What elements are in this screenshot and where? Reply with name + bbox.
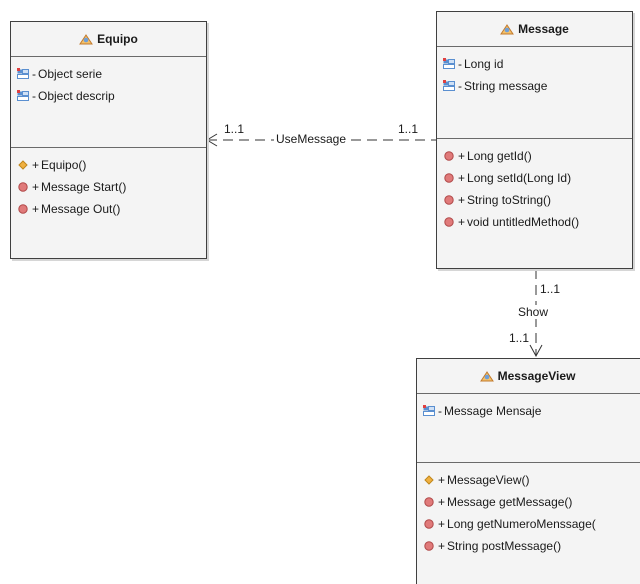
class-header: Message <box>437 12 632 47</box>
use-message-source-multiplicity: 1..1 <box>398 122 419 136</box>
operation-text: Long getNumeroMenssage( <box>447 517 596 531</box>
class-name: MessageView <box>497 369 576 383</box>
method-icon <box>17 181 29 193</box>
show-label[interactable]: Show <box>516 305 551 319</box>
constructor-icon <box>423 474 435 486</box>
class-header: Equipo <box>11 22 206 57</box>
operation-row[interactable]: + Message Start() <box>17 176 206 198</box>
visibility-marker: + <box>458 171 466 185</box>
operation-row[interactable]: + String toString() <box>443 189 632 211</box>
field-icon <box>17 68 29 80</box>
show-arrowhead <box>529 344 543 358</box>
field-icon <box>423 405 435 417</box>
field-icon <box>443 58 455 70</box>
operation-text: Long setId(Long Id) <box>467 171 572 185</box>
method-icon <box>17 203 29 215</box>
visibility-marker: - <box>458 79 462 93</box>
operation-text: Long getId() <box>467 149 532 163</box>
visibility-marker: - <box>32 67 36 81</box>
method-icon <box>443 194 455 206</box>
attributes-compartment: - Message Mensaje <box>417 394 640 463</box>
visibility-marker: + <box>438 495 446 509</box>
field-icon <box>17 90 29 102</box>
operation-text: Message Start() <box>41 180 127 194</box>
class-message[interactable]: Message - Long id - String message + Lon… <box>436 11 633 269</box>
method-icon <box>443 216 455 228</box>
visibility-marker: + <box>458 215 466 229</box>
show-target-multiplicity: 1..1 <box>509 331 530 345</box>
class-name: Message <box>518 22 569 36</box>
operation-text: String toString() <box>467 193 552 207</box>
constructor-icon <box>17 159 29 171</box>
class-messageview[interactable]: MessageView - Message Mensaje + MessageV… <box>416 358 640 584</box>
use-message-target-multiplicity: 1..1 <box>224 122 245 136</box>
attribute-row[interactable]: - String message <box>443 75 632 97</box>
class-name: Equipo <box>97 32 138 46</box>
operation-row[interactable]: + String postMessage() <box>423 535 640 557</box>
show-source-multiplicity: 1..1 <box>540 282 561 296</box>
operation-text: String postMessage() <box>447 539 562 553</box>
class-equipo[interactable]: Equipo - Object serie - Object descrip +… <box>10 21 207 259</box>
use-message-label[interactable]: UseMessage <box>274 132 349 146</box>
operations-compartment: + Equipo() + Message Start() + Message O… <box>11 148 206 220</box>
visibility-marker: + <box>458 149 466 163</box>
visibility-marker: + <box>438 473 446 487</box>
use-message-arrowhead <box>206 133 218 147</box>
operation-row[interactable]: + Message getMessage() <box>423 491 640 513</box>
visibility-marker: + <box>438 539 446 553</box>
operation-text: Message Out() <box>41 202 121 216</box>
attribute-row[interactable]: - Object descrip <box>17 85 206 107</box>
operation-row[interactable]: + Long setId(Long Id) <box>443 167 632 189</box>
attribute-text: Object serie <box>38 67 103 81</box>
attribute-text: Object descrip <box>38 89 115 103</box>
attribute-text: Long id <box>464 57 504 71</box>
visibility-marker: - <box>32 89 36 103</box>
method-icon <box>443 172 455 184</box>
operation-text: Message getMessage() <box>447 495 573 509</box>
visibility-marker: + <box>32 158 40 172</box>
operation-row[interactable]: + Long getId() <box>443 145 632 167</box>
class-icon <box>479 370 494 382</box>
field-icon <box>443 80 455 92</box>
visibility-marker: + <box>32 180 40 194</box>
attribute-row[interactable]: - Message Mensaje <box>423 400 640 422</box>
operation-row[interactable]: + MessageView() <box>423 469 640 491</box>
method-icon <box>423 540 435 552</box>
operation-row[interactable]: + Message Out() <box>17 198 206 220</box>
method-icon <box>443 150 455 162</box>
visibility-marker: + <box>458 193 466 207</box>
attribute-text: String message <box>464 79 548 93</box>
operation-text: MessageView() <box>447 473 530 487</box>
operation-row[interactable]: + Long getNumeroMenssage( <box>423 513 640 535</box>
visibility-marker: + <box>32 202 40 216</box>
visibility-marker: - <box>458 57 462 71</box>
operations-compartment: + MessageView() + Message getMessage() +… <box>417 463 640 557</box>
operation-row[interactable]: + void untitledMethod() <box>443 211 632 233</box>
operation-text: Equipo() <box>41 158 87 172</box>
method-icon <box>423 496 435 508</box>
method-icon <box>423 518 435 530</box>
attribute-row[interactable]: - Long id <box>443 53 632 75</box>
class-icon <box>79 33 94 45</box>
attributes-compartment: - Object serie - Object descrip <box>11 57 206 148</box>
class-icon <box>500 23 515 35</box>
visibility-marker: - <box>438 404 442 418</box>
attributes-compartment: - Long id - String message <box>437 47 632 139</box>
class-header: MessageView <box>417 359 640 394</box>
attribute-text: Message Mensaje <box>444 404 542 418</box>
operation-text: void untitledMethod() <box>467 215 580 229</box>
operations-compartment: + Long getId() + Long setId(Long Id) + S… <box>437 139 632 233</box>
visibility-marker: + <box>438 517 446 531</box>
operation-row[interactable]: + Equipo() <box>17 154 206 176</box>
attribute-row[interactable]: - Object serie <box>17 63 206 85</box>
